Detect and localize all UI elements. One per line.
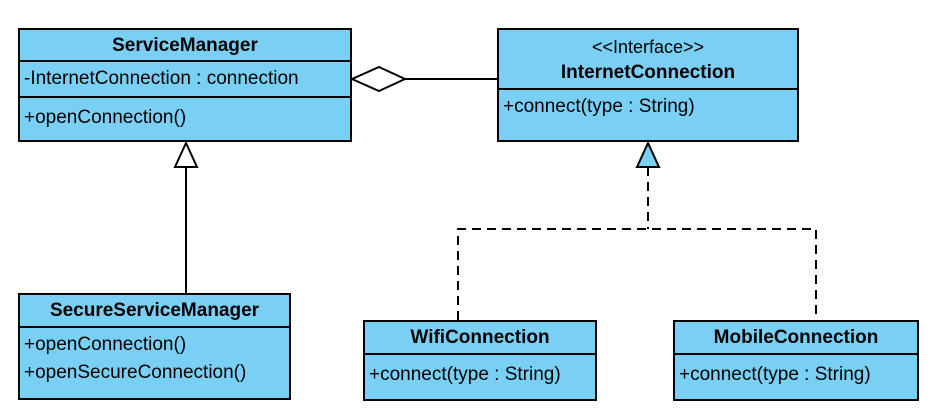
class-header: WifiConnection bbox=[365, 322, 595, 355]
realization-branch-line bbox=[457, 228, 817, 320]
operation-open-secure-connection: +openSecureConnection() bbox=[24, 362, 247, 383]
operation-connect: +connect(type : String) bbox=[679, 364, 871, 385]
class-mobile-connection[interactable]: MobileConnection +connect(type : String) bbox=[673, 320, 919, 401]
operations-section: +connect(type : String) bbox=[365, 355, 595, 399]
interface-internet-connection[interactable]: <<Interface>> InternetConnection +connec… bbox=[497, 28, 799, 142]
class-name: ServiceManager bbox=[112, 35, 258, 56]
operation-open-connection: +openConnection() bbox=[24, 334, 187, 355]
realization-connector[interactable] bbox=[457, 140, 817, 320]
operations-section: +openConnection() bbox=[20, 98, 350, 140]
realization-arrowhead-icon bbox=[635, 140, 661, 168]
operations-section: +connect(type : String) bbox=[499, 90, 797, 140]
operations-section: +openConnection() +openSecureConnection(… bbox=[20, 328, 289, 398]
aggregation-connector[interactable] bbox=[349, 65, 497, 93]
aggregation-diamond-icon bbox=[349, 65, 408, 93]
operation-connect: +connect(type : String) bbox=[369, 364, 561, 385]
class-service-manager[interactable]: ServiceManager -InternetConnection : con… bbox=[18, 28, 352, 142]
class-name: SecureServiceManager bbox=[49, 300, 260, 321]
operation-connect: +connect(type : String) bbox=[503, 96, 695, 117]
class-header: <<Interface>> InternetConnection bbox=[499, 30, 797, 90]
operations-section: +connect(type : String) bbox=[675, 355, 917, 399]
class-name: InternetConnection bbox=[560, 62, 736, 83]
attributes-section: -InternetConnection : connection bbox=[20, 62, 350, 98]
generalization-connector[interactable] bbox=[173, 140, 199, 293]
interface-stereotype: <<Interface>> bbox=[591, 37, 705, 57]
class-secure-service-manager[interactable]: SecureServiceManager +openConnection() +… bbox=[18, 293, 291, 400]
attribute-connection: -InternetConnection : connection bbox=[24, 68, 299, 89]
class-wifi-connection[interactable]: WifiConnection +connect(type : String) bbox=[363, 320, 597, 401]
class-name: WifiConnection bbox=[410, 327, 550, 348]
operation-open-connection: +openConnection() bbox=[24, 107, 187, 128]
generalization-arrowhead-icon bbox=[173, 140, 199, 168]
class-header: MobileConnection bbox=[675, 322, 917, 355]
class-header: ServiceManager bbox=[20, 30, 350, 62]
class-header: SecureServiceManager bbox=[20, 295, 289, 328]
class-name: MobileConnection bbox=[713, 327, 879, 348]
